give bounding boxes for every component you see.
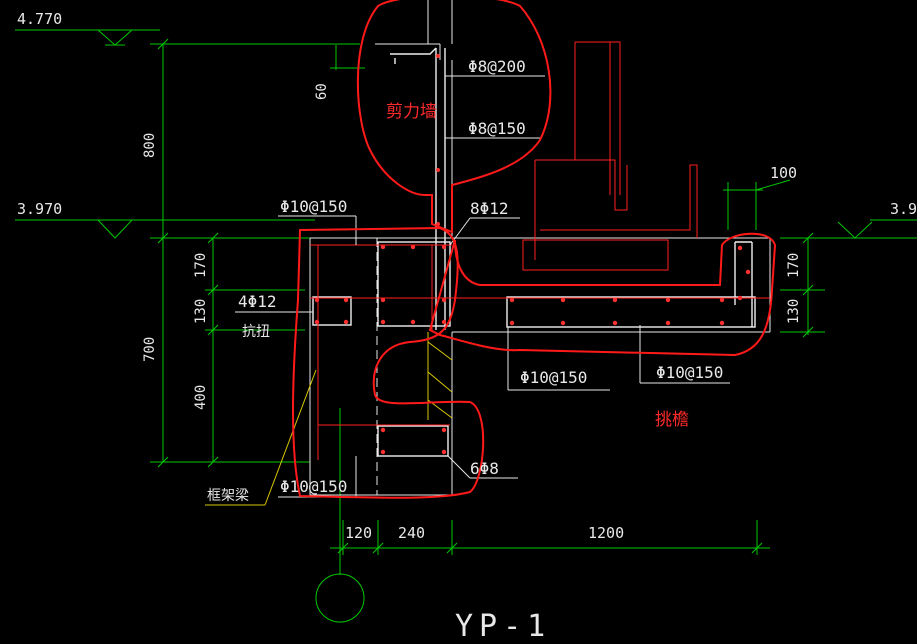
label-torsion-note: 抗扭 — [242, 324, 270, 340]
level-mid-right: 3.97 — [890, 200, 917, 218]
dim-60: 60 — [314, 83, 330, 100]
red-rebar-lines — [310, 41, 770, 460]
label-beam-longitudinal: 8Φ12 — [470, 199, 509, 218]
label-beam-bottom: 6Φ8 — [470, 459, 499, 478]
drawing-title: YP-1 — [455, 609, 551, 644]
dim-130-right: 130 — [786, 299, 802, 324]
dim-400: 400 — [193, 385, 209, 410]
dim-120: 120 — [345, 524, 372, 542]
dim-800: 800 — [142, 133, 158, 158]
frame-beam-markup — [292, 226, 485, 499]
dim-1200: 1200 — [588, 524, 624, 542]
label-beam-stirrup-bottom: Φ10@150 — [280, 477, 347, 496]
level-top: 4.770 — [17, 10, 62, 28]
dim-130-left: 130 — [193, 299, 209, 324]
label-canopy-bottom: Φ10@150 — [520, 368, 587, 387]
label-beam-stirrup-top: Φ10@150 — [280, 197, 347, 216]
level-mid-left: 3.970 — [17, 200, 62, 218]
label-torsion-bars: 4Φ12 — [238, 292, 277, 311]
dim-700: 700 — [142, 337, 158, 362]
text-layer: 4.770 3.970 3.97 60 800 170 130 700 400 … — [17, 10, 917, 644]
label-canopy-top: Φ10@150 — [656, 363, 723, 382]
dim-240: 240 — [398, 524, 425, 542]
dimension-lines — [15, 29, 917, 623]
rebar-cages — [312, 47, 756, 457]
dim-170-left: 170 — [193, 253, 209, 278]
shear-wall-markup — [356, 0, 552, 234]
dim-100: 100 — [770, 164, 797, 182]
label-wall-horiz: Φ8@200 — [468, 57, 526, 76]
markup-annotations — [292, 0, 777, 499]
label-wall-vert: Φ8@150 — [468, 119, 526, 138]
annotation-canopy: 挑檐 — [655, 410, 689, 430]
canopy-markup — [428, 232, 777, 357]
yellow-leaders — [205, 332, 453, 506]
structure-outline — [309, 0, 771, 496]
dim-170-right: 170 — [786, 253, 802, 278]
annotation-shear-wall: 剪力墙 — [386, 102, 437, 122]
rebar-dots — [314, 54, 751, 455]
label-frame-beam: 框架梁 — [207, 488, 249, 504]
